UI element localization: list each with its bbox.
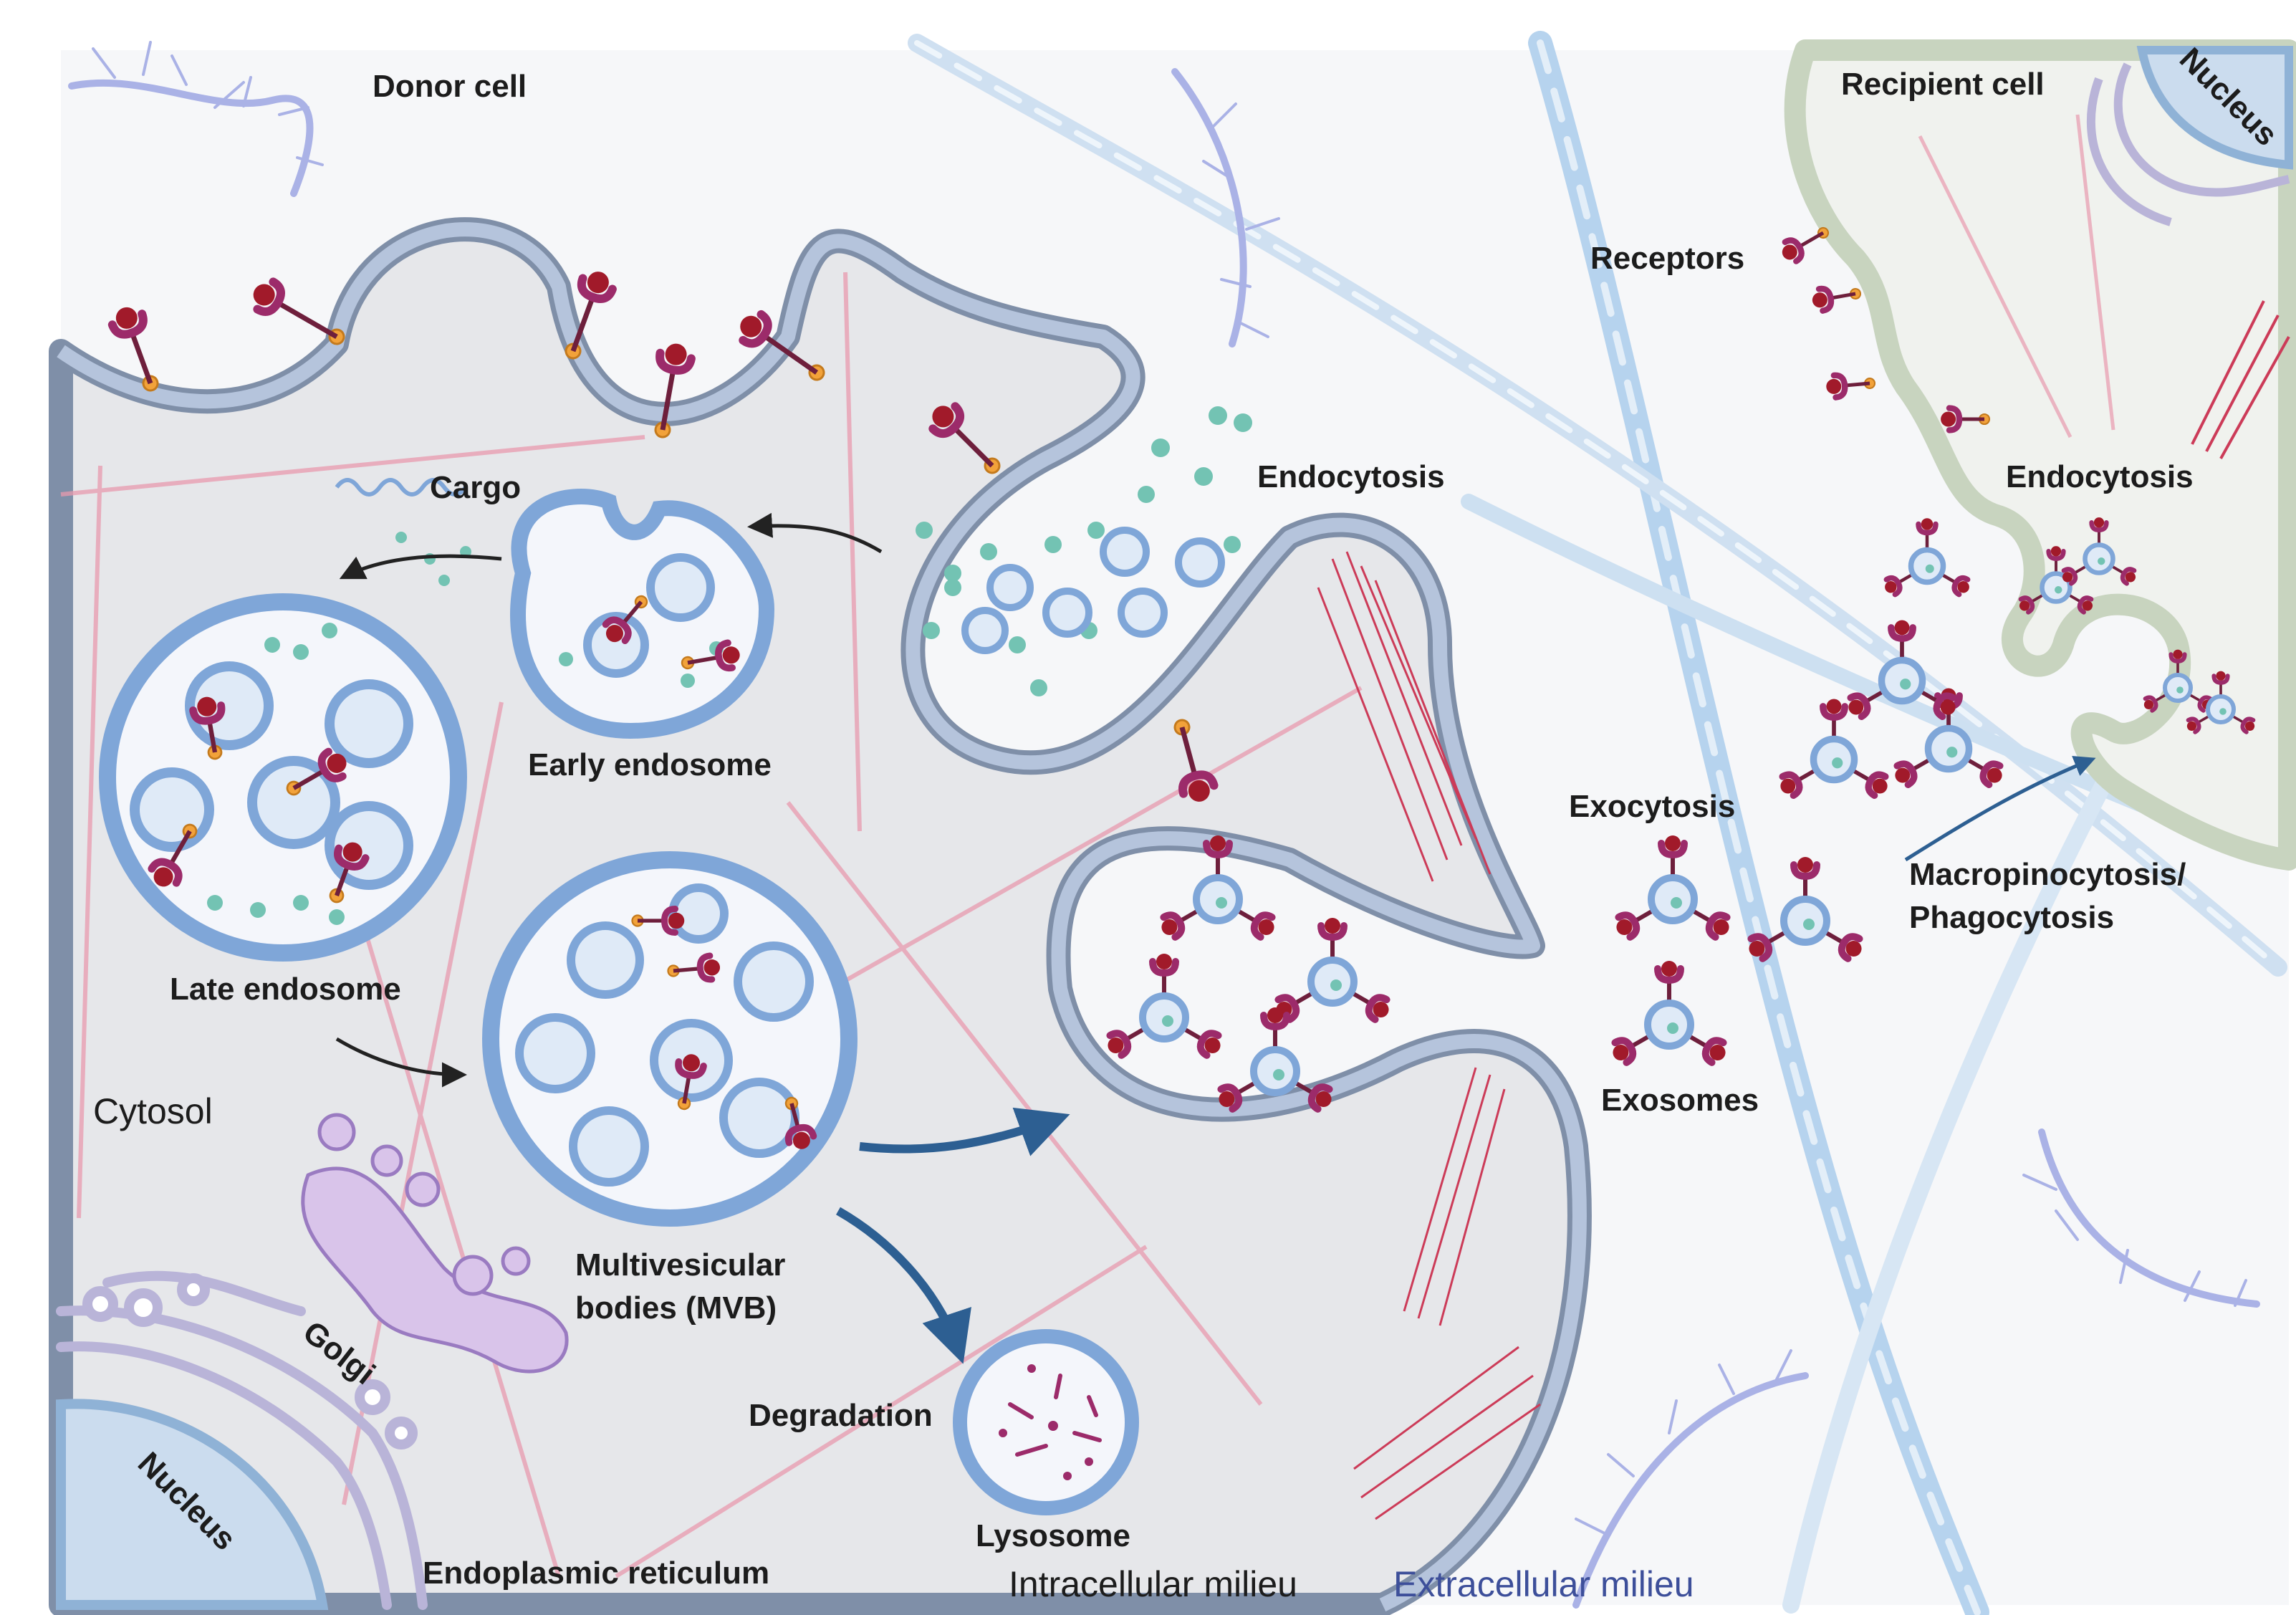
arrow-early-to-late-endosome bbox=[339, 554, 502, 580]
arrow-late-endosome-to-mvb bbox=[335, 1037, 467, 1088]
receptors bbox=[107, 226, 1991, 1149]
label-late-endosome: Late endosome bbox=[170, 972, 401, 1007]
exosome-icon bbox=[2186, 671, 2256, 734]
receptor-icon bbox=[928, 402, 1001, 474]
exosome-icon bbox=[1106, 954, 1222, 1059]
receptor-icon bbox=[675, 1054, 707, 1111]
extracellular-fibers bbox=[908, 31, 2287, 1615]
arrow-mvb-to-lysosome bbox=[836, 1207, 971, 1364]
early-endosome bbox=[510, 489, 775, 739]
donor-cell bbox=[49, 217, 1592, 1615]
exosome-icon bbox=[2018, 546, 2094, 615]
label-donor-cell: Donor cell bbox=[373, 69, 527, 104]
receptor-icon bbox=[1173, 719, 1219, 802]
receptor-icon bbox=[286, 747, 347, 796]
exosome-icon bbox=[2061, 517, 2137, 586]
cargo-particles bbox=[207, 406, 1252, 925]
recipient-er bbox=[2086, 62, 2290, 226]
receptor-icon bbox=[189, 696, 226, 760]
arrow-mvb-to-exocytosis bbox=[859, 1107, 1070, 1156]
label-extracellular-milieu: Extracellular milieu bbox=[1393, 1564, 1694, 1604]
receptor-icon bbox=[253, 277, 345, 345]
receptor-icon bbox=[107, 307, 159, 392]
receptor-icon bbox=[148, 823, 198, 887]
receptor-icon bbox=[329, 842, 370, 904]
label-endoplasmic-reticulum: Endoplasmic reticulum bbox=[423, 1556, 769, 1591]
recipient-pink-filaments bbox=[1918, 114, 2115, 439]
actin-bundles bbox=[1317, 551, 1541, 1520]
exosome-icon bbox=[1274, 918, 1390, 1023]
recipient-plasma-membrane bbox=[1784, 39, 2296, 871]
receptor-icon bbox=[667, 952, 721, 983]
label-recipient-cell: Recipient cell bbox=[1841, 67, 2045, 102]
receptor-icon bbox=[631, 906, 685, 936]
label-endocytosis-recipient: Endocytosis bbox=[2006, 459, 2194, 494]
cargo-icon bbox=[335, 478, 468, 497]
label-mvb-line2: bodies (MVB) bbox=[575, 1290, 777, 1326]
label-early-endosome: Early endosome bbox=[528, 747, 772, 782]
receptor-icon bbox=[1782, 226, 1830, 264]
receptor-icon bbox=[602, 595, 648, 645]
label-exocytosis: Exocytosis bbox=[1569, 789, 1735, 824]
exosome-icon bbox=[1847, 620, 1957, 720]
pathway-arrows bbox=[335, 512, 2096, 1364]
golgi-apparatus bbox=[301, 1113, 569, 1374]
arrow-macropinocytosis bbox=[1904, 755, 2096, 862]
label-mvb-line1: Multivesicular bbox=[575, 1247, 785, 1283]
branched-fibers bbox=[68, 41, 2260, 1609]
arrow-endocytosis-to-early-endosome bbox=[747, 512, 883, 554]
cytoskeleton-filaments bbox=[60, 272, 1363, 1578]
receptor-icon bbox=[784, 1096, 817, 1149]
donor-nucleus bbox=[56, 1399, 329, 1610]
exosome-icon bbox=[1883, 518, 1971, 598]
recipient-filaments bbox=[2191, 300, 2290, 459]
receptor-icon bbox=[565, 272, 617, 360]
exosome-icon bbox=[1615, 835, 1731, 941]
label-receptors: Receptors bbox=[1590, 241, 1744, 276]
endocytosed-vesicles bbox=[961, 527, 1225, 654]
exosomes bbox=[1106, 517, 2256, 1113]
receptor-icon bbox=[681, 639, 740, 672]
recipient-nucleus bbox=[2136, 46, 2293, 170]
receptor-icon bbox=[1941, 405, 1991, 433]
exosome-icon bbox=[1160, 835, 1276, 941]
label-intracellular-milieu: Intracellular milieu bbox=[1009, 1564, 1297, 1604]
label-exosomes: Exosomes bbox=[1601, 1083, 1759, 1118]
lysosome bbox=[953, 1329, 1139, 1515]
exosome-icon bbox=[1747, 857, 1863, 962]
receptor-icon bbox=[654, 343, 696, 439]
label-cytosol: Cytosol bbox=[93, 1091, 213, 1131]
receptor-icon bbox=[739, 310, 825, 381]
recipient-cell bbox=[1784, 39, 2296, 871]
exosome-icon bbox=[1779, 699, 1889, 799]
late-endosome bbox=[99, 593, 467, 962]
label-cargo: Cargo bbox=[430, 470, 521, 505]
label-macropinocytosis-line1: Macropinocytosis/ bbox=[1909, 857, 2186, 892]
label-degradation: Degradation bbox=[749, 1398, 933, 1433]
receptor-icon bbox=[1812, 285, 1862, 314]
receptor-icon bbox=[1826, 372, 1876, 401]
label-endocytosis-donor: Endocytosis bbox=[1257, 459, 1445, 494]
exosome-icon bbox=[1217, 1007, 1333, 1113]
label-macropinocytosis-line2: Phagocytosis bbox=[1909, 900, 2114, 935]
endoplasmic-reticulum bbox=[56, 1270, 428, 1610]
multivesicular-body bbox=[482, 851, 858, 1227]
exosome-icon bbox=[1611, 961, 1727, 1066]
label-lysosome: Lysosome bbox=[976, 1518, 1130, 1553]
